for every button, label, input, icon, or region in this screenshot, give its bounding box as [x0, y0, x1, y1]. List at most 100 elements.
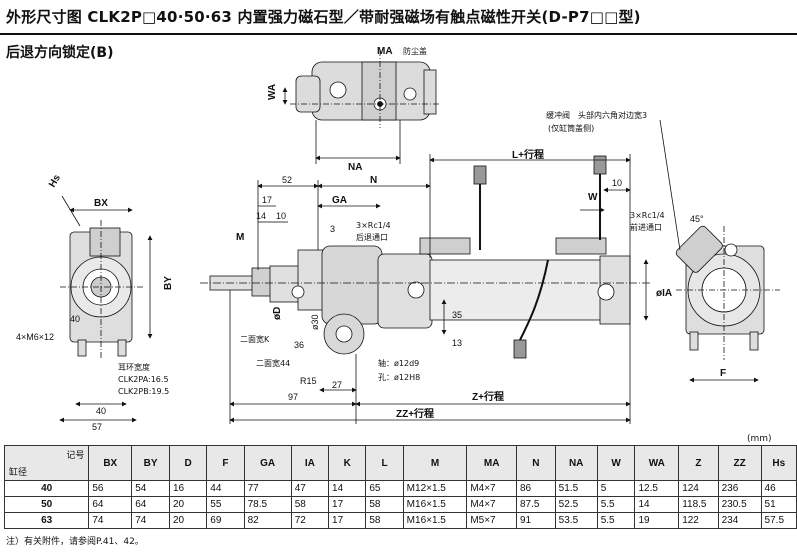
- value-cell: 17: [328, 512, 367, 529]
- value-cell: 55: [206, 496, 245, 513]
- label-w44: 二面宽44: [256, 358, 290, 368]
- label-dust-cover: 防尘盖: [403, 46, 427, 56]
- value-cell: 20: [168, 512, 208, 529]
- column-header-ma: MA: [466, 445, 517, 481]
- value-cell: 236: [717, 480, 762, 497]
- label-N: N: [370, 175, 377, 186]
- corner-top: 记号: [66, 450, 85, 460]
- section-subtitle: 后退方向锁定(B): [6, 45, 114, 61]
- value-cell: 230.5: [717, 496, 762, 513]
- value-cell: 51: [760, 496, 797, 513]
- value-cell: 69: [206, 512, 245, 529]
- value-cell: 17: [328, 496, 367, 513]
- label-BX: BX: [94, 198, 108, 209]
- column-header-f: F: [206, 445, 245, 481]
- label-R15: R15: [300, 376, 317, 386]
- label-MA: MA: [377, 46, 393, 57]
- label-L-stroke: L+行程: [512, 148, 544, 161]
- label-WA: WA: [267, 84, 278, 100]
- cushion-note-2: (仅缸筒盖侧): [548, 123, 594, 133]
- value-cell: 44: [206, 480, 245, 497]
- ear-b: CLK2PB:19.5: [118, 387, 169, 396]
- value-cell: 234: [717, 512, 762, 529]
- dim-10b: 10: [612, 178, 622, 188]
- label-ZZ-stroke: ZZ+行程: [396, 407, 434, 420]
- ear-title: 耳环宽度: [118, 362, 150, 372]
- value-cell: 47: [290, 480, 330, 497]
- value-cell: 118.5: [678, 496, 719, 513]
- value-cell: 72: [290, 512, 330, 529]
- value-cell: M16×1.5: [402, 496, 468, 513]
- column-header-z: Z: [678, 445, 719, 481]
- value-cell: 52.5: [554, 496, 598, 513]
- dim-10: 10: [276, 211, 286, 221]
- footnote: 注）有关附件，请参阅P.41、42。: [6, 537, 144, 547]
- column-header-bx: BX: [88, 445, 133, 481]
- port-front-2: 前进通口: [630, 222, 662, 232]
- column-header-ga: GA: [243, 445, 292, 481]
- value-cell: 57.5: [760, 512, 797, 529]
- label-BY: BY: [163, 276, 174, 290]
- title-rule: [0, 33, 797, 35]
- value-cell: 56: [88, 480, 133, 497]
- corner-bottom: 缸径: [9, 467, 28, 477]
- column-header-zz: ZZ: [717, 445, 762, 481]
- value-cell: 19: [634, 512, 680, 529]
- dim-3: 3: [330, 224, 335, 234]
- value-cell: 124: [678, 480, 719, 497]
- bore-cell: 40: [3, 480, 90, 497]
- dim-35: 35: [452, 310, 462, 320]
- column-header-na: NA: [554, 445, 598, 481]
- bore-cell: 63: [3, 512, 90, 529]
- value-cell: 20: [168, 496, 208, 513]
- unit-label: (mm): [747, 434, 772, 444]
- cushion-note-1: 缓冲阀 头部内六角对边宽3: [546, 110, 647, 120]
- label-M: M: [236, 232, 244, 243]
- value-cell: 12.5: [634, 480, 680, 497]
- label-phiD: øD: [272, 307, 283, 320]
- label-shaft: 轴：ø12d9: [378, 358, 419, 368]
- port-front-1: 3×Rc1/4: [630, 211, 665, 220]
- dim-27: 27: [332, 380, 342, 390]
- column-header-ia: IA: [290, 445, 330, 481]
- value-cell: M4×7: [466, 496, 517, 513]
- column-header-w: W: [596, 445, 636, 481]
- port-rear-2: 后退通口: [356, 232, 388, 242]
- value-cell: 74: [131, 512, 170, 529]
- value-cell: 54: [131, 480, 170, 497]
- value-cell: 82: [243, 512, 292, 529]
- column-header-n: N: [516, 445, 556, 481]
- dim-36: 36: [294, 340, 304, 350]
- label-GA: GA: [332, 195, 347, 206]
- dim-97: 97: [288, 392, 298, 402]
- value-cell: 46: [760, 480, 797, 497]
- dim-13: 13: [452, 338, 462, 348]
- value-cell: 14: [634, 496, 680, 513]
- value-cell: 58: [290, 496, 330, 513]
- table-corner-cell: 记号 缸径: [3, 445, 90, 481]
- column-header-by: BY: [131, 445, 170, 481]
- dim-40b: 40: [96, 406, 106, 416]
- label-Z-stroke: Z+行程: [472, 390, 504, 403]
- column-header-m: M: [402, 445, 468, 481]
- label-phi30: ø30: [310, 314, 320, 330]
- dim-40: 40: [70, 314, 80, 324]
- label-NA: NA: [348, 162, 362, 173]
- angle-45: 45°: [690, 214, 704, 224]
- value-cell: 122: [678, 512, 719, 529]
- ear-a: CLK2PA:16.5: [118, 375, 169, 384]
- column-header-l: L: [365, 445, 404, 481]
- value-cell: 5.5: [596, 496, 636, 513]
- column-header-k: K: [328, 445, 367, 481]
- value-cell: 74: [88, 512, 133, 529]
- label-F: F: [720, 368, 726, 379]
- page-title: 外形尺寸图 CLK2P□40·50·63 内置强力磁石型／带耐强磁场有触点磁性开…: [6, 8, 641, 26]
- label-holes: 4×M6×12: [16, 332, 54, 342]
- value-cell: 58: [365, 496, 404, 513]
- value-cell: 51.5: [554, 480, 598, 497]
- main-side-view: [209, 237, 631, 355]
- value-cell: M12×1.5: [402, 480, 468, 497]
- label-W: W: [588, 192, 598, 203]
